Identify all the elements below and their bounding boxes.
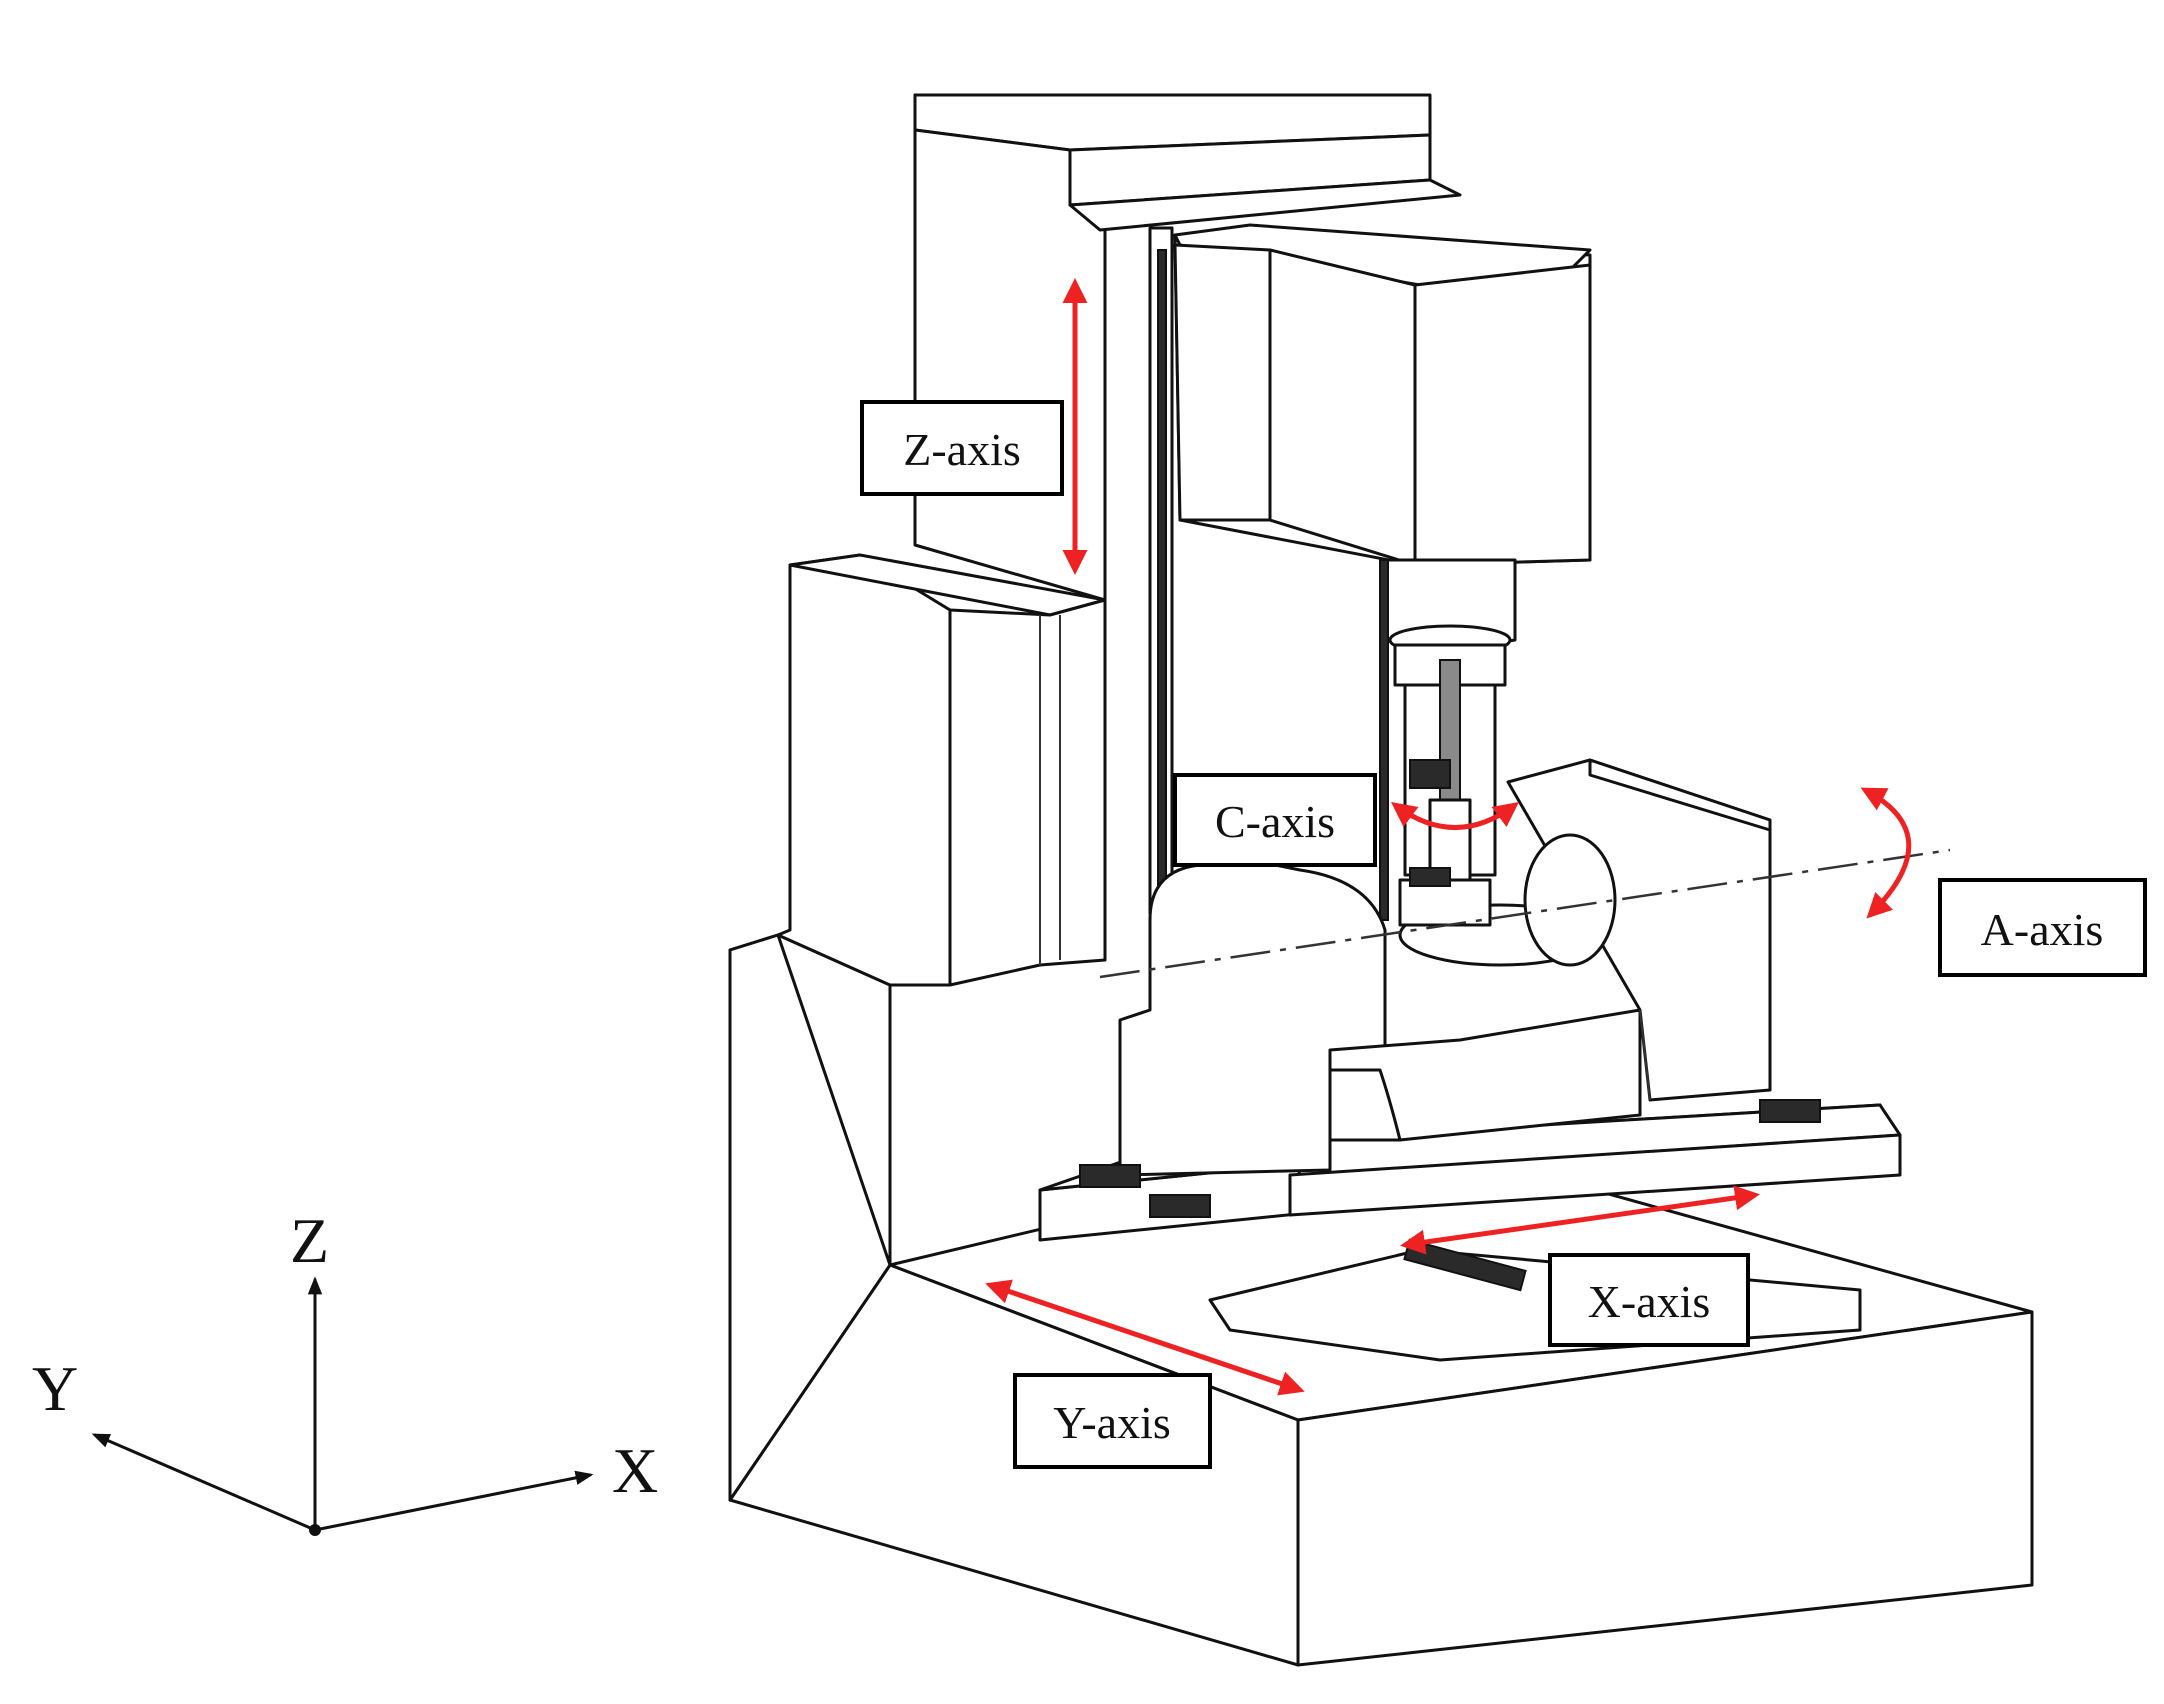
- coord-z-label: Z: [290, 1205, 329, 1276]
- y-axis-vector: [91, 1433, 317, 1532]
- origin-dot: [309, 1524, 321, 1536]
- x-axis-label: X-axis: [1548, 1253, 1750, 1347]
- a-axis-label-text: A-axis: [1981, 904, 2104, 955]
- a-axis-label: A-axis: [1938, 878, 2147, 977]
- spindle-icon: [1383, 558, 1517, 882]
- x-motion-arrow: [1400, 1185, 1760, 1255]
- x-axis-label-text: X-axis: [1588, 1276, 1711, 1327]
- coord-y-label: Y: [32, 1353, 78, 1424]
- a-rotation-arrow: [1860, 787, 1912, 919]
- motion-arrows: [985, 278, 1912, 1396]
- z-axis-label: Z-axis: [860, 400, 1064, 496]
- a-axis-centerline: [1099, 848, 1951, 979]
- y-axis-label: Y-axis: [1013, 1373, 1212, 1469]
- spindle-head: [1173, 223, 1592, 921]
- y-axis-label-text: Y-axis: [1053, 1397, 1171, 1448]
- coordinate-frame: Z Y X: [32, 1205, 658, 1536]
- c-axis-label: C-axis: [1173, 773, 1377, 867]
- c-axis-label-text: C-axis: [1215, 796, 1335, 847]
- x-axis-vector: [313, 1470, 594, 1532]
- c-rotation-arrow: [1390, 802, 1520, 830]
- z-axis-label-text: Z-axis: [903, 424, 1021, 475]
- y-motion-arrow: [985, 1279, 1305, 1396]
- coord-x-label: X: [612, 1435, 658, 1506]
